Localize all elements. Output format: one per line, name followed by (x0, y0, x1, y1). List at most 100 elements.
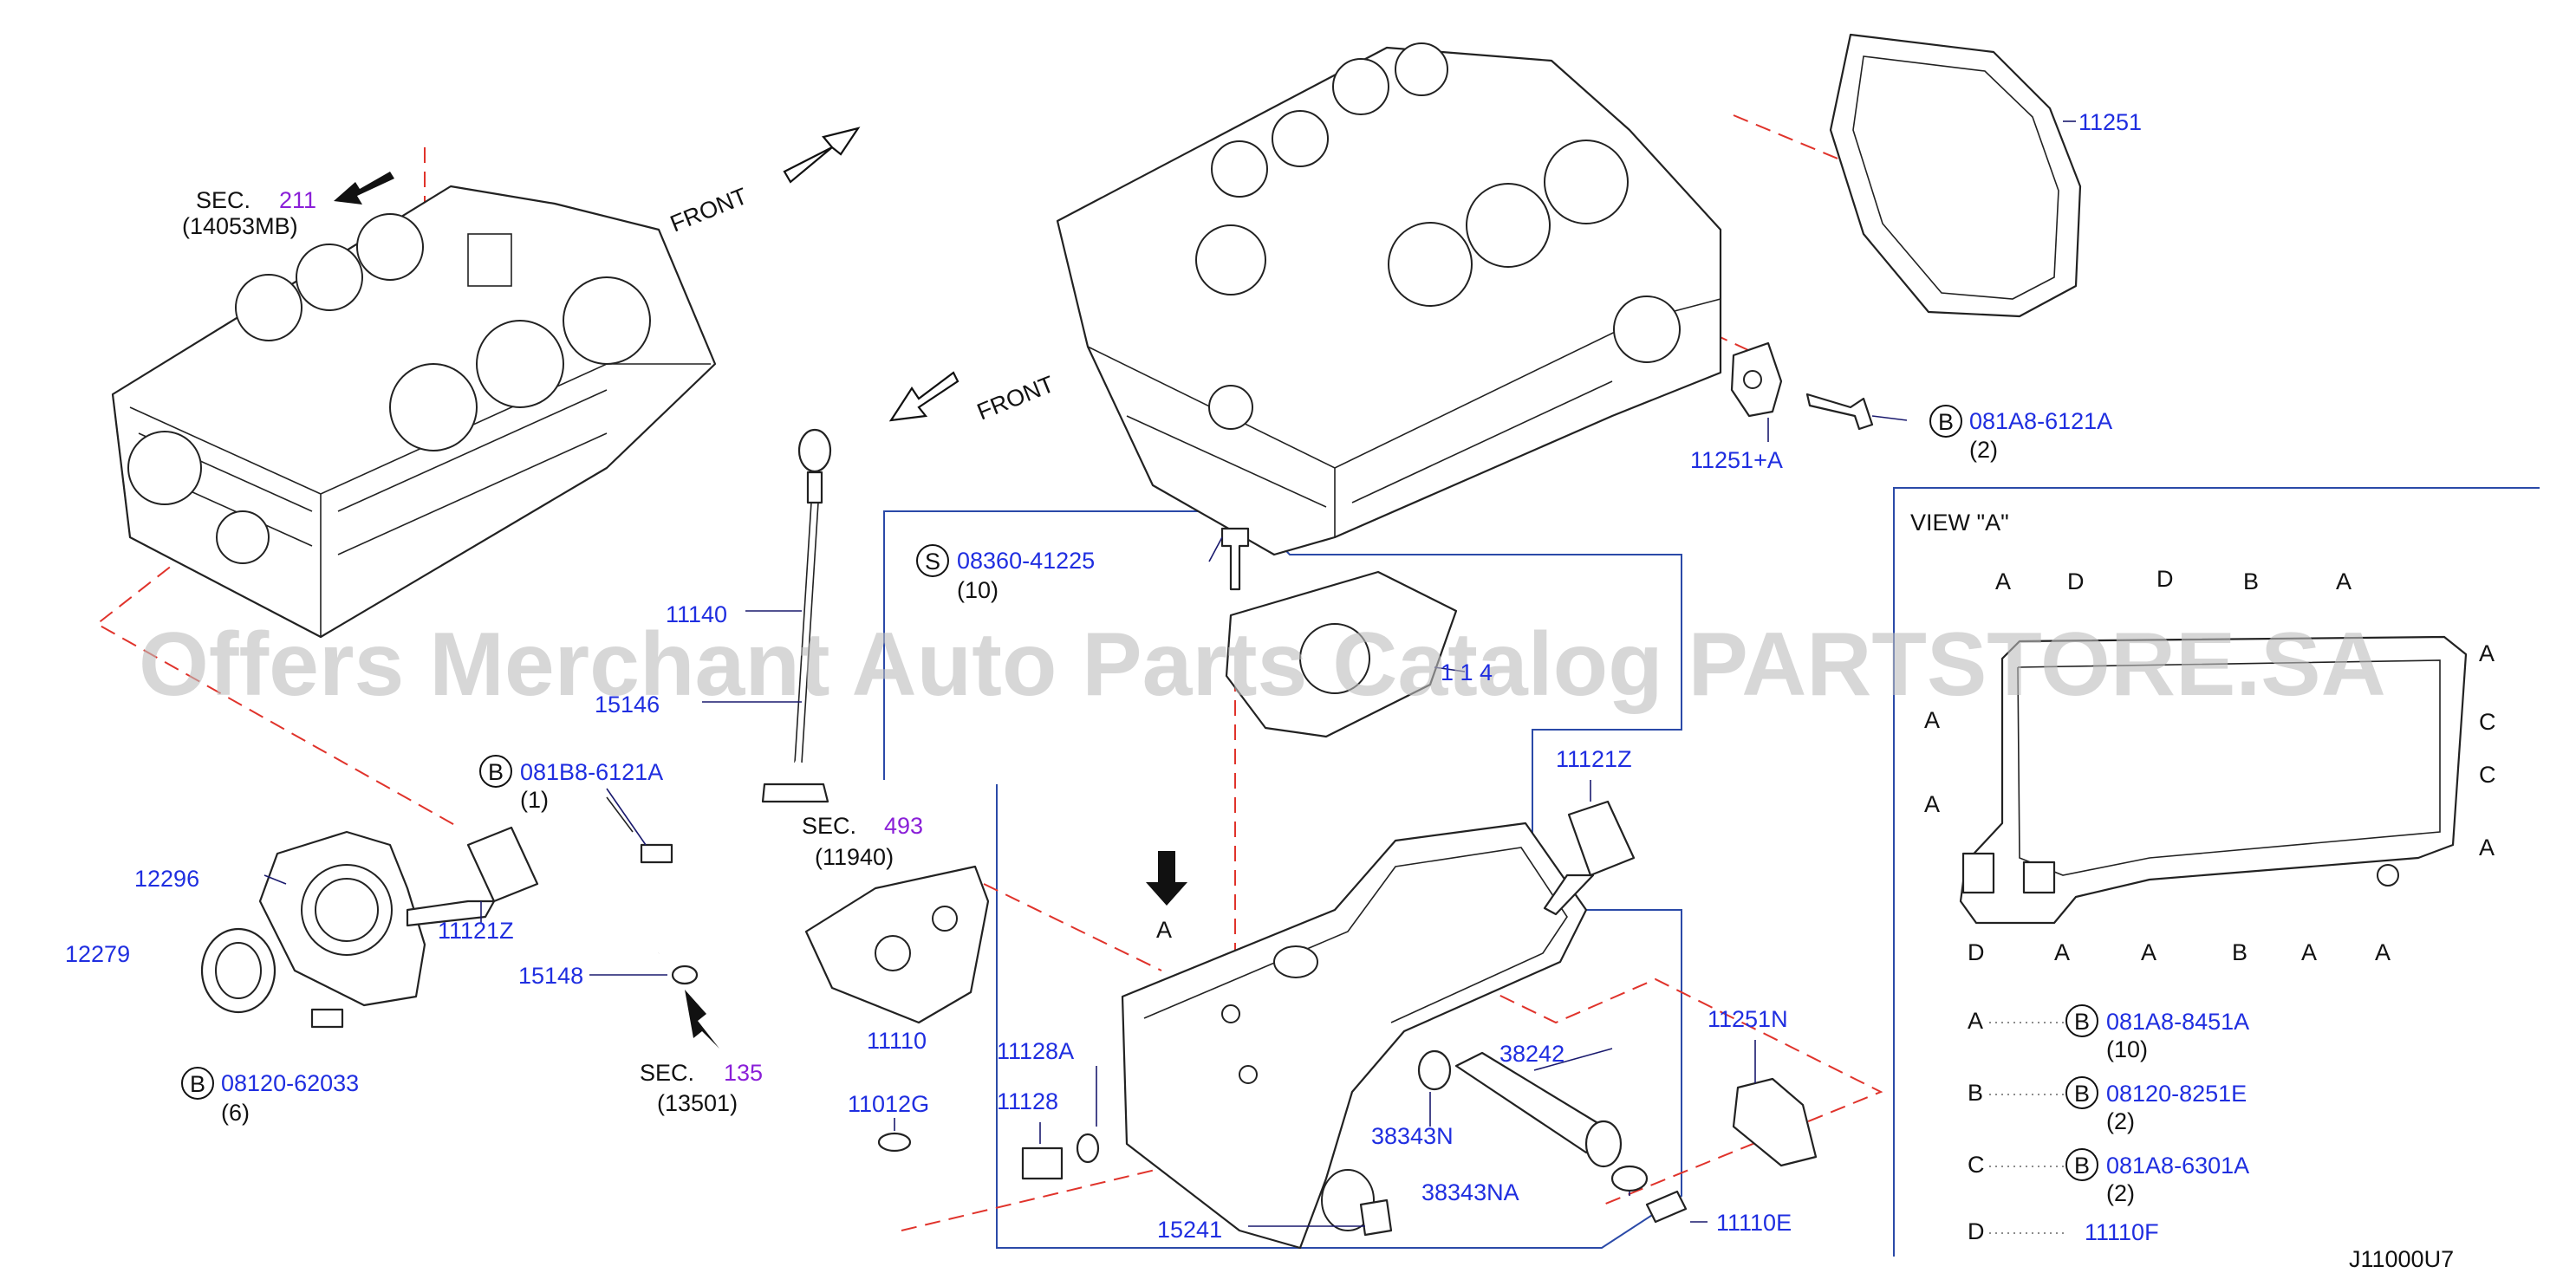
bolt-081A8-6121A (1805, 393, 1874, 431)
part-label[interactable]: 12296 (134, 866, 199, 892)
fastener-part[interactable]: 08120-62033 (221, 1070, 359, 1096)
section-prefix: SEC. (640, 1060, 694, 1086)
bolt-key-label: D (1968, 939, 1985, 965)
fastener-symbol (181, 1067, 214, 1100)
legend-key: C (1968, 1152, 1985, 1178)
view-a-legend-row: C B 081A8-6301A (2) (1968, 1148, 2249, 1206)
gasket-11251N (1732, 1077, 1818, 1167)
fastener-callout: B 08120-62033 (6) (181, 1067, 359, 1126)
tube-38242 (1454, 1051, 1623, 1168)
fastener-part[interactable]: 081A8-6121A (1969, 408, 2112, 434)
gasket-11114 (1225, 570, 1458, 738)
view-a-left-labels: A A (1924, 707, 1940, 817)
section-number[interactable]: 493 (884, 813, 923, 839)
bolt-key-label: A (2479, 835, 2495, 861)
bolt-key-label: A (2054, 939, 2070, 965)
bolt-key-label: A (2301, 939, 2317, 965)
fastener-part[interactable]: 08360-41225 (957, 548, 1095, 574)
part-label[interactable]: 11110 (867, 1028, 927, 1054)
part-label[interactable]: 11251+A (1690, 447, 1783, 473)
pipe-15241 (1359, 1198, 1393, 1237)
oil-level-gauge (794, 428, 832, 763)
fastener-callout: B 081B8-6121A (1) (479, 755, 663, 813)
view-a-arrow-icon (1146, 851, 1187, 906)
section-sub: (11940) (815, 844, 894, 870)
washer-11012G (877, 1132, 912, 1153)
legend-symbol: B (2074, 1009, 2090, 1035)
legend-key: B (1968, 1080, 1983, 1106)
bolt-08360-41225 (1220, 527, 1250, 591)
part-label[interactable]: 11251 (2078, 109, 2142, 135)
legend-part[interactable]: 081A8-8451A (2106, 1009, 2249, 1035)
diagram-id: J11000U7 (2349, 1246, 2454, 1272)
section-number[interactable]: 135 (724, 1060, 763, 1086)
o-ring-15148 (671, 964, 699, 985)
bolt-key-label: A (1924, 791, 1940, 817)
legend-part[interactable]: 08120-8251E (2106, 1081, 2247, 1107)
sealant-tube-left (406, 826, 539, 927)
view-a-arrow-label: A (1156, 917, 1172, 943)
part-label[interactable]: 11128A (997, 1038, 1074, 1064)
part-label[interactable]: 11110E (1716, 1210, 1792, 1236)
part-label[interactable]: 11251N (1708, 1006, 1788, 1032)
part-label[interactable]: 15241 (1157, 1217, 1222, 1243)
arrow-sec-135 (685, 990, 719, 1049)
part-label[interactable]: 1 1 4 (1441, 659, 1493, 685)
legend-part[interactable]: 081A8-6301A (2106, 1153, 2249, 1179)
fastener-qty: (2) (1969, 437, 1998, 463)
cylinder-block-left (111, 185, 717, 639)
rear-cover-gasket (1829, 33, 2082, 318)
part-label[interactable]: 38343N (1371, 1123, 1454, 1149)
bolt-key-label: A (2336, 568, 2352, 594)
o-ring-38343NA (1610, 1165, 1649, 1192)
fastener-symbol-letter: B (1938, 409, 1954, 435)
view-a-legend-row: D 11110F (1968, 1218, 2159, 1245)
part-label[interactable]: 15146 (595, 692, 660, 718)
view-a-title: VIEW "A" (1910, 510, 2009, 536)
part-label[interactable]: 12279 (65, 941, 130, 967)
fastener-symbol (1929, 405, 1962, 438)
fastener-qty: (6) (221, 1100, 250, 1126)
section-ref-493: SEC. 493 (11940) (802, 813, 923, 870)
part-label[interactable]: 38343NA (1421, 1179, 1519, 1205)
front-label: FRONT (667, 183, 751, 237)
fastener-symbol (916, 544, 949, 577)
part-label[interactable]: 11121Z (1556, 746, 1632, 772)
part-label[interactable]: 38242 (1499, 1041, 1564, 1067)
bolt-11110E (1645, 1190, 1688, 1224)
fastener-symbol-letter: B (190, 1071, 205, 1097)
section-number[interactable]: 211 (279, 187, 316, 213)
front-arrow-icon-2 (888, 371, 959, 422)
arrow-sec-211 (334, 172, 394, 205)
part-label[interactable]: 15148 (518, 963, 583, 989)
legend-qty: (2) (2106, 1180, 2135, 1206)
bolt-081B8-6121A (606, 796, 673, 864)
section-sub: (13501) (657, 1090, 738, 1116)
part-label[interactable]: 11012G (848, 1091, 929, 1117)
front-oil-seal-housing (258, 830, 426, 1007)
part-label[interactable]: 11140 (666, 601, 727, 627)
drain-plug-11128 (1021, 1146, 1064, 1180)
fastener-callout: B 081A8-6121A (2) (1929, 405, 2112, 463)
part-label[interactable]: 11121Z (438, 918, 514, 944)
part-label[interactable]: 11128 (997, 1088, 1058, 1114)
dipstick-guide-tube (616, 760, 829, 961)
oil-pan-group-frame (883, 510, 1682, 1249)
sealant-tube-right (1543, 800, 1636, 916)
bolt-key-label: A (2375, 939, 2391, 965)
bolt-08120-62033 (310, 1008, 344, 1029)
leader-lines (263, 120, 2076, 1227)
small-gasket (1730, 341, 1783, 418)
section-ref-135: SEC. 135 (13501) (640, 1060, 763, 1116)
bracket-11940 (804, 865, 990, 1024)
fastener-part[interactable]: 081B8-6121A (520, 759, 663, 785)
fastener-symbol-letter: B (488, 759, 504, 785)
legend-key: A (1968, 1008, 1983, 1034)
bolt-key-label: C (2479, 762, 2496, 788)
legend-part[interactable]: 11110F (2085, 1219, 2159, 1245)
bolt-key-label: A (2141, 939, 2156, 965)
legend-qty: (2) (2106, 1108, 2135, 1134)
view-a-right-labels: A C C A (2479, 640, 2496, 861)
legend-symbol: B (2074, 1081, 2090, 1107)
